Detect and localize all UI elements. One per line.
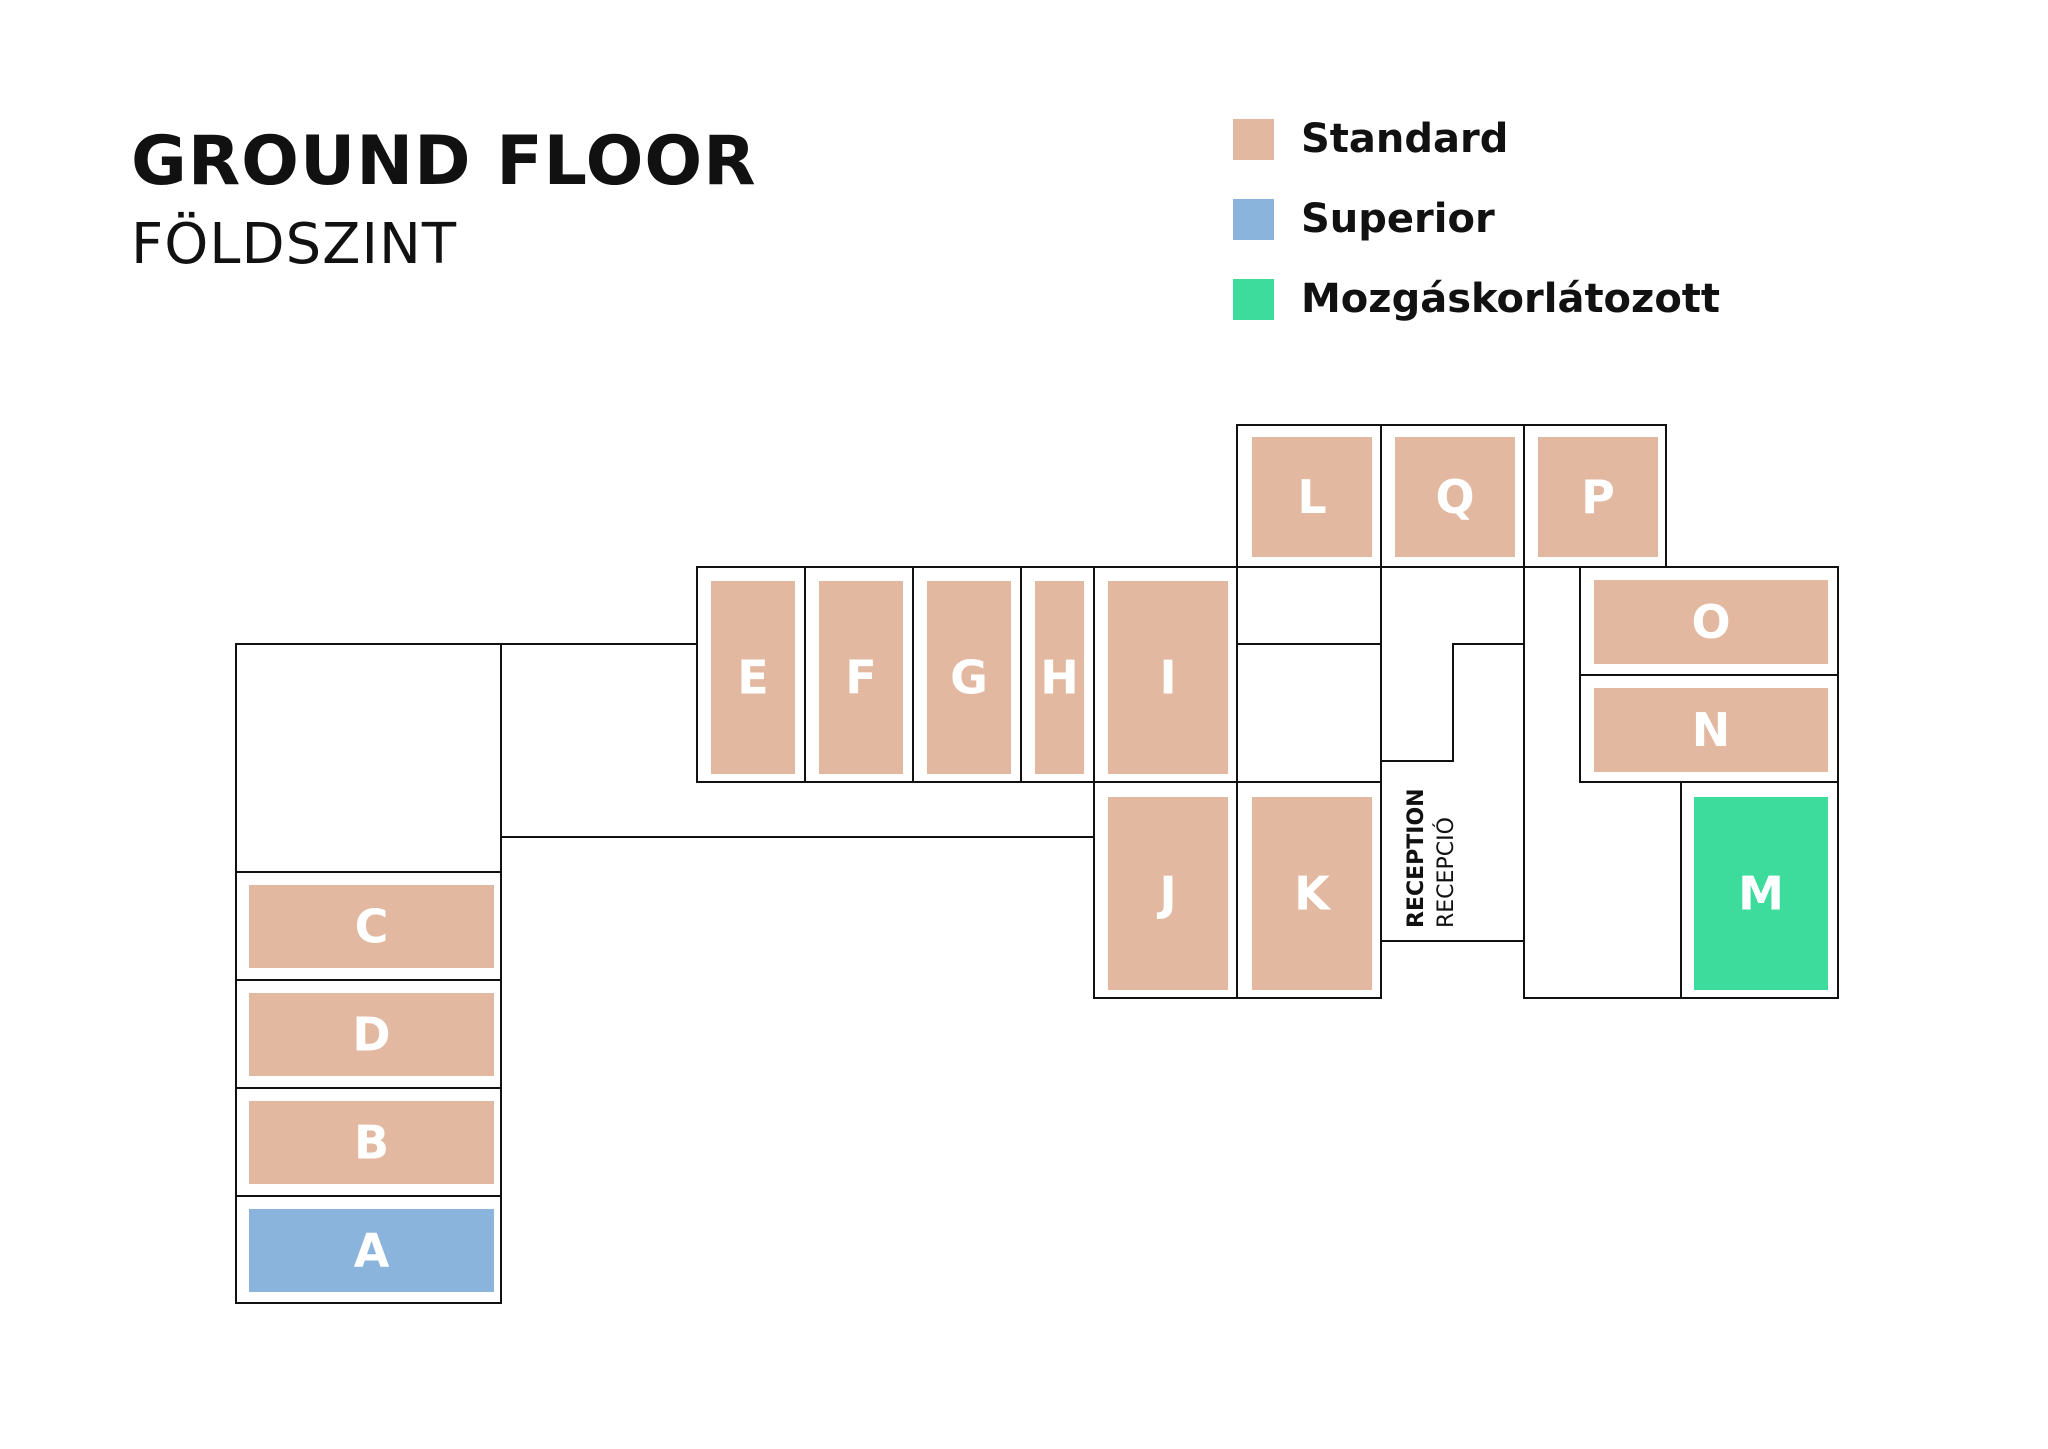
room-f-label: F [845,651,876,705]
room-g: G [927,581,1011,774]
room-c-fill [249,885,494,968]
room-o: O [1594,580,1828,664]
room-j-fill [1108,797,1228,990]
legend-swatch-superior [1233,199,1274,240]
room-i: I [1108,581,1228,774]
legend-swatch-standard [1233,119,1274,160]
room-p: P [1538,437,1658,557]
room-f: F [819,581,903,774]
room-g-fill [927,581,1011,774]
room-a: A [249,1209,494,1292]
room-o-label: O [1691,595,1730,649]
room-d: D [249,993,494,1076]
room-q-fill [1395,437,1515,557]
room-l-label: L [1297,470,1326,524]
room-m-label: M [1738,867,1784,921]
room-d-label: D [352,1008,390,1062]
room-c-label: C [355,900,389,954]
room-k-fill [1252,797,1372,990]
legend-label-superior: Superior [1301,196,1495,242]
room-p-label: P [1581,470,1615,524]
wall-reception [1381,643,1525,942]
room-g-label: G [950,651,988,705]
room-d-fill [249,993,494,1076]
room-b-label: B [354,1116,389,1170]
room-e-fill [711,581,795,774]
room-k-label: K [1294,867,1332,921]
room-e: E [711,581,795,774]
page-title: GROUND FLOOR [131,122,757,201]
room-b-fill [249,1101,494,1184]
room-n-label: N [1692,703,1731,757]
room-j: J [1108,797,1228,990]
room-l-fill [1252,437,1372,557]
room-h-label: H [1040,651,1079,705]
legend-label-accessible: Mozgáskorlátozott [1301,276,1721,322]
room-b: B [249,1101,494,1184]
room-h: H [1035,581,1084,774]
wall-left-wing [235,643,502,1304]
room-p-fill [1538,437,1658,557]
room-m-fill [1694,797,1828,990]
room-c: C [249,885,494,968]
page-subtitle: FÖLDSZINT [131,212,458,277]
room-f-fill [819,581,903,774]
wall-right-wing [1523,566,1839,999]
floor-plan-walls [235,424,1839,1304]
room-i-label: I [1159,651,1176,705]
room-j-label: J [1156,867,1176,921]
room-q: Q [1395,437,1515,557]
legend-swatch-accessible [1233,279,1274,320]
room-e-label: E [737,651,768,705]
reception-label-hu: RECEPCIÓ [1433,817,1459,928]
legend-label-standard: Standard [1301,116,1509,162]
room-n: N [1594,688,1828,772]
room-n-fill [1594,688,1828,772]
room-i-fill [1108,581,1228,774]
room-m: M [1694,797,1828,990]
room-h-fill [1035,581,1084,774]
room-q-label: Q [1435,470,1474,524]
reception-label: RECEPTION [1404,788,1429,928]
room-k: K [1252,797,1372,990]
room-a-fill [249,1209,494,1292]
room-o-fill [1594,580,1828,664]
room-l: L [1252,437,1372,557]
room-a-label: A [354,1224,390,1278]
